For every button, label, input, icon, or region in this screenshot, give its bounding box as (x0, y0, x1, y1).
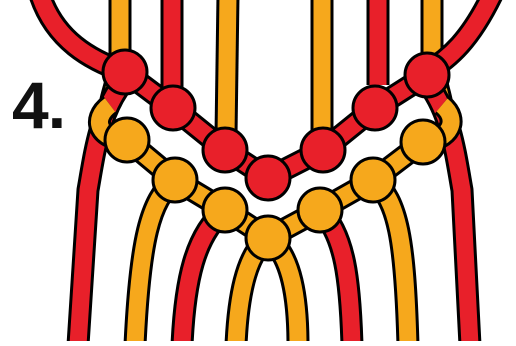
yellow-knot-7 (401, 120, 445, 164)
yellow-knot-1 (105, 118, 149, 162)
yellow-knot-2 (153, 158, 197, 202)
red-knot-7 (405, 53, 449, 97)
cord-bottom-yellow-1 (135, 180, 175, 341)
yellow-knot-4 (246, 216, 290, 260)
step-number: 4. (12, 72, 65, 138)
red-knot-1 (103, 50, 147, 94)
red-knot-2 (151, 86, 195, 130)
red-knot-6 (353, 86, 397, 130)
yellow-knot-3 (203, 188, 247, 232)
red-knot-4 (246, 156, 290, 200)
red-knot-3 (203, 128, 247, 172)
yellow-knot-5 (298, 188, 342, 232)
cord-bottom-yellow-4 (373, 180, 408, 341)
cord-top-yellow-center-left (226, 0, 228, 135)
yellow-knot-6 (351, 158, 395, 202)
red-knot-5 (301, 128, 345, 172)
